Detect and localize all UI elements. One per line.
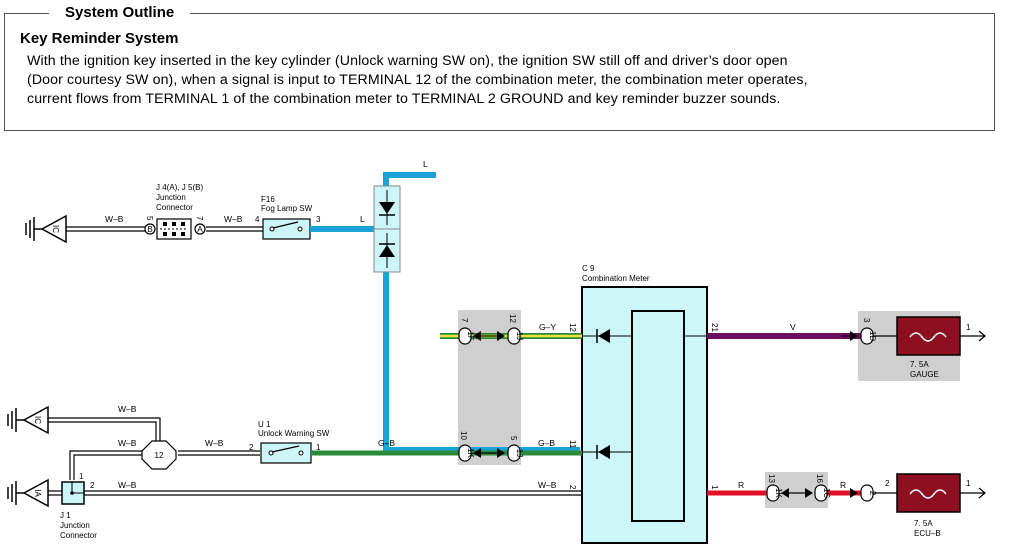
wire-label-wb-4: W–B <box>118 438 137 448</box>
unlock-name-label: Unlock Warning SW <box>258 429 330 438</box>
wire-label-wb-3: W–B <box>118 404 137 414</box>
wire-label-gb-1: G–B <box>378 438 395 448</box>
jc-ref-label: J 4(A), J 5(B) <box>156 183 203 192</box>
connector-1k-1j-bottom: 1K 1J <box>458 444 524 462</box>
gauge-fuse <box>896 316 986 356</box>
wire-wb-top <box>66 226 263 232</box>
junction-connector-j1 <box>61 481 85 505</box>
meter-pin-12: 12 <box>568 323 577 332</box>
conn-pin-10: 10 <box>459 431 468 440</box>
conn-pin-16: 16 <box>815 474 824 483</box>
jc-pin-5: 5 <box>145 216 154 221</box>
splice-12: 12 <box>141 440 177 470</box>
ecu-b-fuse <box>896 473 986 513</box>
conn-pin-12: 12 <box>508 314 517 323</box>
j1-name-label-1: Junction <box>60 521 90 530</box>
conn-label-1j-top: 1J <box>515 332 524 340</box>
ground-label-2: IC <box>33 416 42 424</box>
system-outline-title: System Outline <box>49 4 191 22</box>
jc-name-label-1: Junction <box>156 193 186 202</box>
fog-pin-4: 4 <box>255 215 260 224</box>
conn-label-1j-bottom: 1J <box>515 449 524 457</box>
meter-pin-2: 2 <box>568 485 577 490</box>
wire-label-wb-1: W–B <box>105 214 124 224</box>
unlock-warning-switch <box>260 442 312 464</box>
wire-label-r-1: R <box>738 480 744 490</box>
conn-pin-3: 3 <box>862 318 871 323</box>
jc-name-label-2: Connector <box>156 203 193 212</box>
gauge-fuse-name: GAUGE <box>910 370 939 379</box>
key-reminder-heading: Key Reminder System <box>20 30 179 47</box>
connector-1d: 1D <box>842 327 877 345</box>
ground-1: IC <box>25 214 67 244</box>
jc-letter-a: A <box>197 225 203 234</box>
ground-2: IC <box>7 405 49 435</box>
j1-name-label-2: Connector <box>60 531 97 540</box>
system-outline-box <box>4 13 995 131</box>
conn-pin-5: 5 <box>509 436 518 441</box>
fog-lamp-switch <box>262 218 311 240</box>
ecu-fuse-rating: 7. 5A <box>914 519 933 528</box>
conn-label-2: 2 <box>868 491 877 496</box>
fog-ref-label: F16 <box>261 195 275 204</box>
outline-description: With the ignition key inserted in the ke… <box>27 52 982 109</box>
wire-wb-lower <box>48 417 582 496</box>
conn-label-1k: 1K <box>466 448 475 458</box>
meter-ref-label: C 9 <box>582 264 595 273</box>
connector-ecu-in: 2 <box>850 484 897 502</box>
fog-pin-3: 3 <box>316 215 321 224</box>
ecu-fuse-name: ECU–B <box>914 529 941 538</box>
fog-name-label: Fog Lamp SW <box>261 204 313 213</box>
conn-pin-7: 7 <box>460 318 469 323</box>
outline-line-1: With the ignition key inserted in the ke… <box>27 53 788 69</box>
j1-pin-1: 1 <box>79 472 84 481</box>
outline-line-2: (Door courtesy SW on), when a signal is … <box>27 72 808 88</box>
wire-label-l-1: L <box>360 214 365 224</box>
outline-line-3: current flows from TERMINAL 1 of the com… <box>27 91 781 107</box>
wire-label-l-2: L <box>423 159 428 169</box>
ground-label-1: IC <box>51 225 60 233</box>
j1-pin-2: 2 <box>90 481 95 490</box>
wire-blue-l <box>310 172 580 453</box>
wire-label-v: V <box>790 322 796 332</box>
conn-label-1f: 1F <box>466 331 475 340</box>
wire-label-wb-7: W–B <box>538 480 557 490</box>
gauge-fuse-pin-1: 1 <box>966 323 971 332</box>
wire-label-gy: G–Y <box>539 322 556 332</box>
ecu-fuse-pin-1: 1 <box>966 479 971 488</box>
unlock-pin-2: 2 <box>249 443 254 452</box>
j1-ref-label: J 1 <box>60 511 71 520</box>
ecu-conn-pin-2: 2 <box>885 479 890 488</box>
connector-1f-1j-top: 1F 1J <box>458 327 524 345</box>
wire-label-gb-2: G–B <box>538 438 555 448</box>
jc-letter-b: B <box>147 225 152 234</box>
wire-label-r-2: R <box>840 480 846 490</box>
conn-label-1k-ecu: 1K <box>774 488 783 498</box>
wire-label-wb-6: W–B <box>118 480 137 490</box>
meter-pin-1: 1 <box>710 485 719 490</box>
conn-label-1c: 1C <box>822 488 831 498</box>
diode-pair <box>373 185 401 273</box>
jc-pin-7: 7 <box>195 216 204 221</box>
combination-meter <box>581 286 708 544</box>
gauge-fuse-rating: 7. 5A <box>910 360 929 369</box>
conn-label-1d: 1D <box>868 331 877 341</box>
connector-1k-1c: 1K 1C <box>766 484 831 502</box>
wire-label-wb-2: W–B <box>224 214 243 224</box>
wire-label-wb-5: W–B <box>205 438 224 448</box>
meter-name-label: Combination Meter <box>582 274 650 283</box>
splice-label-12: 12 <box>155 451 164 460</box>
unlock-pin-1: 1 <box>316 443 321 452</box>
ground-3: IA <box>7 478 49 508</box>
conn-pin-13: 13 <box>767 474 776 483</box>
meter-pin-11: 11 <box>568 440 577 449</box>
junction-connector-j4-j5: B A <box>144 218 206 240</box>
meter-pin-21: 21 <box>710 323 719 332</box>
unlock-ref-label: U 1 <box>258 420 271 429</box>
ground-label-3: IA <box>33 489 42 497</box>
